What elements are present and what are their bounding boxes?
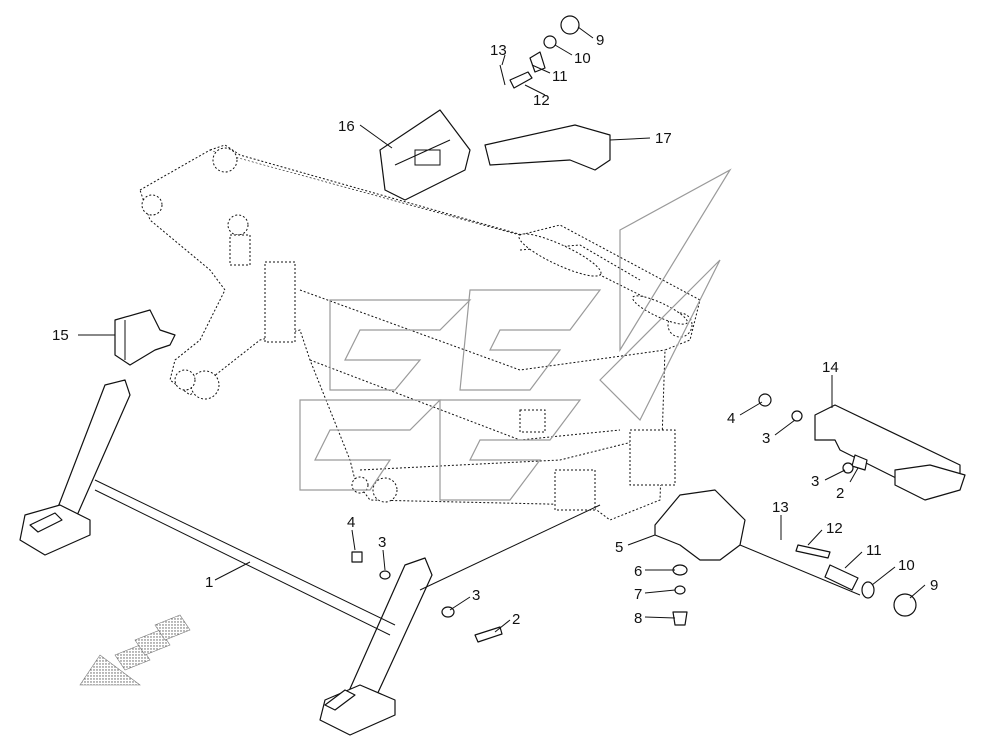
callout-12: 12 xyxy=(533,92,550,109)
callout-1: 1 xyxy=(205,574,213,591)
callout-10: 10 xyxy=(898,557,915,574)
callout-10: 10 xyxy=(574,50,591,67)
part-16-bracket xyxy=(379,109,471,201)
watermark-logo xyxy=(299,168,732,501)
callout-5: 5 xyxy=(615,539,623,556)
callout-13: 13 xyxy=(772,499,789,516)
callout-2: 2 xyxy=(512,611,520,628)
callout-4: 4 xyxy=(347,514,355,531)
part-14-bracket xyxy=(814,404,966,501)
machine-frame xyxy=(139,144,701,521)
callout-9: 9 xyxy=(930,577,938,594)
callout-11: 11 xyxy=(866,542,882,559)
callout-11: 11 xyxy=(552,68,568,85)
callout-3: 3 xyxy=(762,430,770,447)
callout-3: 3 xyxy=(378,534,386,551)
callout-13: 13 xyxy=(490,42,507,59)
callout-2: 2 xyxy=(836,485,844,502)
leader-lines xyxy=(78,26,926,633)
callout-12: 12 xyxy=(826,520,843,537)
part-5-bracket xyxy=(654,489,746,561)
front-direction-arrow-icon xyxy=(79,614,191,686)
fastener-set-right xyxy=(672,544,917,626)
callout-8: 8 xyxy=(634,610,642,627)
part-1-support-stand xyxy=(19,379,601,736)
fastener-set-top xyxy=(499,15,580,89)
callout-7: 7 xyxy=(634,586,642,603)
callout-6: 6 xyxy=(634,563,642,580)
callout-17: 17 xyxy=(655,130,672,147)
callout-4: 4 xyxy=(727,410,735,427)
part-15-bracket xyxy=(114,309,176,366)
callout-16: 16 xyxy=(338,118,355,135)
part-17-bracket xyxy=(484,124,611,171)
callout-15: 15 xyxy=(52,327,69,344)
callout-labels: 1 2 3 3 4 5 6 7 8 9 10 11 12 13 2 3 3 4 … xyxy=(52,32,938,628)
callout-14: 14 xyxy=(822,359,839,376)
callout-3: 3 xyxy=(811,473,819,490)
callout-9: 9 xyxy=(596,32,604,49)
callout-3: 3 xyxy=(472,587,480,604)
